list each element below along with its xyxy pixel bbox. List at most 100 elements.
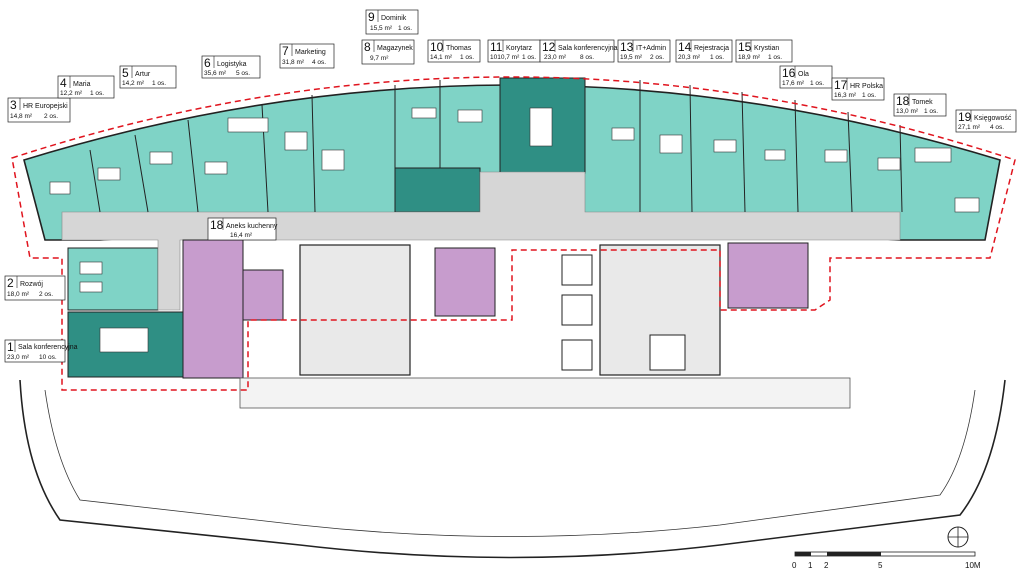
elevator-shaft-2 [561,294,593,326]
room-label-13: 13 IT+Admin 19,5 m² 2 os. [617,39,671,63]
room-label-17: 17 HR Polska 16,3 m² 1 os. [831,77,885,101]
room-5-people: 1 os. [152,80,166,87]
core-left [299,244,411,376]
room-13-people: 2 os. [650,54,664,61]
room-label-7: 7 Marketing 31,8 m² 4 os. [279,43,335,69]
room-label-9: 9 Dominik 15,5 m² 1 os. [365,9,419,35]
room-label-16: 16 Ola 17,6 m² 1 os. [779,65,833,89]
room-5-name: Artur [135,71,151,78]
room-2-area [67,247,159,311]
room-label-11: 11 Korytarz 1010,7 m² 1 os. [487,39,541,63]
room-label-5: 5 Artur 14,2 m² 1 os. [119,65,177,89]
room-19-people: 4 os. [990,124,1004,131]
room-10-number: 10 [430,40,444,54]
room-17-area: 16,3 m² [834,92,857,99]
room-13-name: IT+Admin [636,45,666,52]
room-4-name: Maria [73,81,91,88]
desks [49,107,980,353]
room-11-area: 1010,7 m² [490,54,520,61]
room-3-number: 3 [10,98,17,112]
room-8-name: Magazynek [377,45,413,52]
room-17-number: 17 [834,78,848,92]
room-9-name: Dominik [381,15,407,22]
building-shell [19,379,1006,559]
room-14-area: 20,3 m² [678,54,701,61]
room-13-number: 13 [620,40,634,54]
scale-tick-0: 0 [792,561,797,570]
room-8-number: 8 [364,40,371,54]
room-12-people: 8 os. [580,54,594,61]
elevator-shaft-1 [561,254,593,286]
room-3-area: 14,8 m² [10,113,33,120]
building-shell-inner [44,389,976,537]
room-7-number: 7 [282,44,289,58]
north-arrow-icon [947,526,969,548]
room-label-12: 12 Sala konferencyjna 23,0 m² 8 os. [539,39,618,63]
room-11-people: 1 os. [522,54,536,61]
room-label-14: 14 Rejestracja 20,3 m² 1 os. [675,39,733,63]
room-6-name: Logistyka [217,61,247,68]
service-room-d [242,269,284,321]
room-14-name: Rejestracja [694,45,729,52]
room-11-number: 11 [490,40,503,54]
room-11-name: Korytarz [506,45,533,52]
room-2-name: Rozwój [20,281,43,288]
kitchen [182,239,244,379]
room-8-dark [394,167,481,213]
room-14-number: 14 [678,40,692,54]
room-17-people: 1 os. [862,92,876,99]
room-15-area: 18,9 m² [738,54,761,61]
room-9-people: 1 os. [398,25,412,32]
room-label-kitchen: 18 Aneks kuchenny 16,4 m² [207,217,278,241]
room-9-area: 15,5 m² [370,25,393,32]
room-17-name: HR Polska [850,83,883,90]
room-12-area: 23,0 m² [544,54,567,61]
room-19-number: 19 [958,110,972,124]
room-1-number: 1 [7,340,14,354]
room-2-number: 2 [7,276,14,290]
room-6-people: 5 os. [236,70,250,77]
kitchen-name: Aneks kuchenny [226,223,278,230]
room-18-number: 18 [896,94,910,108]
room-19-area: 27,1 m² [958,124,981,131]
room-2-area: 18,0 m² [7,291,30,298]
service-room-c [727,242,809,309]
room-label-15: 15 Krystian 18,9 m² 1 os. [735,39,793,63]
room-label-10: 10 Thomas 14,1 m² 1 os. [427,39,481,63]
room-7-area: 31,8 m² [282,59,305,66]
room-label-19: 19 Księgowość 27,1 m² 4 os. [955,109,1017,133]
room-18-people: 1 os. [924,108,938,115]
room-2-people: 2 os. [39,291,53,298]
room-5-number: 5 [122,66,129,80]
scale-tick-1: 1 [808,561,813,570]
room-1-name: Sala konferencyjna [18,344,78,351]
room-4-people: 1 os. [90,90,104,97]
room-5-area: 14,2 m² [122,80,145,87]
room-10-people: 1 os. [460,54,474,61]
room-4-number: 4 [60,76,67,90]
room-8-area: 9,7 m² [370,55,389,62]
kitchen-number: 18 [210,218,224,232]
room-18-name: Tomek [912,99,933,106]
scale-tick-2: 2 [824,561,829,570]
room-4-area: 12,2 m² [60,90,83,97]
room-9-number: 9 [368,10,375,24]
elevator-shaft-3 [561,339,593,371]
room-15-people: 1 os. [768,54,782,61]
room-label-2: 2 Rozwój 18,0 m² 2 os. [4,275,66,301]
room-16-name: Ola [798,71,809,78]
kitchen-area: 16,4 m² [230,232,253,239]
corridor [61,171,901,311]
room-3-people: 2 os. [44,113,58,120]
room-15-name: Krystian [754,45,779,52]
room-19-name: Księgowość [974,115,1012,122]
scale-tick-5: 5 [878,561,883,570]
room-label-3: 3 HR Europejski 14,8 m² 2 os. [7,97,71,123]
service-room-b [434,247,496,317]
room-1-area: 23,0 m² [7,354,30,361]
room-7-name: Marketing [295,49,326,56]
room-label-1: 1 Sala konferencyjna 23,0 m² 10 os. [4,339,78,363]
room-label-18: 18 Tomek 13,0 m² 1 os. [893,93,947,117]
room-dividers [89,78,903,213]
